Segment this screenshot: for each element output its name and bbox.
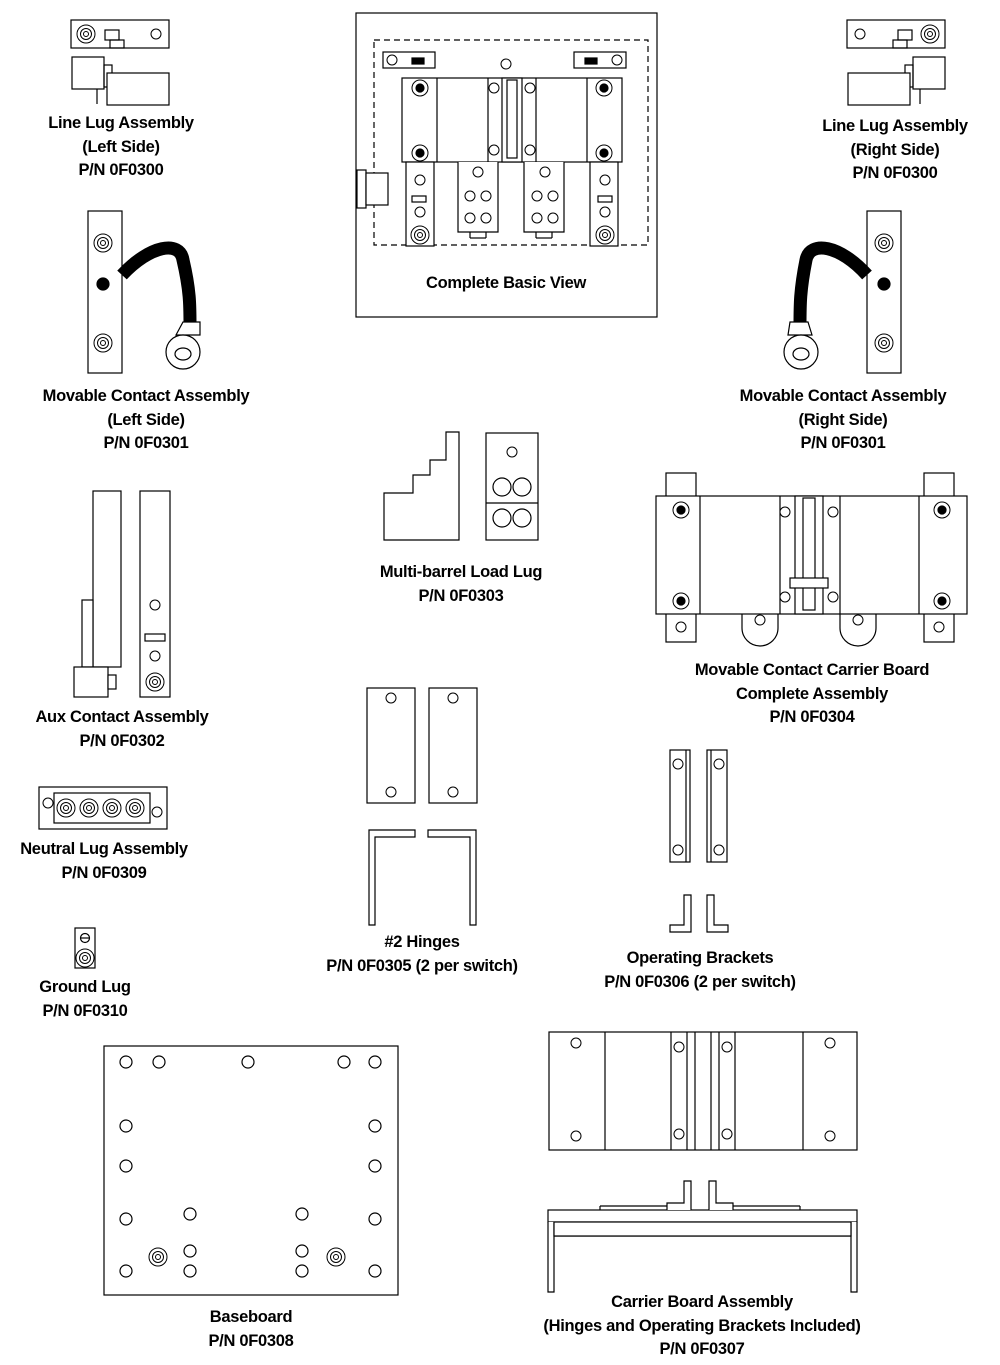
carrier-board-complete-name: Movable Contact Carrier Board: [694, 661, 930, 679]
baseboard-name: Baseboard: [209, 1308, 293, 1326]
movable-contact-right-pn: P/N 0F0301: [800, 434, 886, 452]
neutral-lug-name: Neutral Lug Assembly: [20, 840, 188, 858]
movable-contact-left-side: (Left Side): [107, 410, 185, 429]
complete-basic-view-label: Complete Basic View: [426, 272, 586, 296]
carrier-board-complete-drawing: [655, 472, 968, 647]
line-lug-left-label: Line Lug Assembly (Left Side) P/N 0F0300: [48, 112, 194, 183]
aux-contact-pn: P/N 0F0302: [79, 731, 165, 750]
movable-contact-right-side: (Right Side): [798, 410, 888, 429]
carrier-board-complete-pn: P/N 0F0304: [769, 708, 855, 726]
aux-contact-name: Aux Contact Assembly: [35, 708, 209, 726]
movable-contact-left-label: Movable Contact Assembly (Left Side) P/N…: [43, 385, 250, 456]
complete-basic-view-drawing: [355, 12, 658, 318]
line-lug-left-drawing: [70, 19, 170, 106]
neutral-lug-drawing: [38, 786, 168, 830]
carrier-board-assembly-label: Carrier Board Assembly (Hinges and Opera…: [543, 1291, 860, 1362]
carrier-board-assembly-pn: P/N 0F0307: [659, 1340, 745, 1358]
carrier-board-complete-label: Movable Contact Carrier Board Complete A…: [694, 659, 930, 730]
multi-barrel-load-lug-name: Multi-barrel Load Lug: [379, 563, 543, 581]
line-lug-right-side: (Right Side): [850, 140, 940, 159]
movable-contact-right-label: Movable Contact Assembly (Right Side) P/…: [740, 385, 947, 456]
aux-contact-label: Aux Contact Assembly P/N 0F0302: [35, 706, 208, 753]
baseboard-drawing: [103, 1045, 399, 1296]
movable-contact-left-name: Movable Contact Assembly: [42, 387, 250, 405]
movable-contact-right-drawing: [783, 210, 902, 374]
neutral-lug-pn: P/N 0F0309: [61, 863, 147, 882]
line-lug-left-name: Line Lug Assembly: [48, 114, 194, 132]
multi-barrel-load-lug-label: Multi-barrel Load Lug P/N 0F0303: [379, 561, 543, 608]
baseboard-label: Baseboard P/N 0F0308: [208, 1306, 293, 1353]
movable-contact-left-drawing: [87, 210, 201, 374]
hinges-pn: P/N 0F0305 (2 per switch): [326, 956, 518, 975]
carrier-board-assembly-name: Carrier Board Assembly: [611, 1293, 793, 1311]
operating-brackets-name: Operating Brackets: [626, 949, 774, 967]
operating-brackets-label: Operating Brackets P/N 0F0306 (2 per swi…: [604, 947, 796, 994]
carrier-board-assembly-note: (Hinges and Operating Brackets Included): [543, 1316, 861, 1335]
movable-contact-right-name: Movable Contact Assembly: [739, 387, 947, 405]
complete-basic-view-name: Complete Basic View: [426, 274, 586, 292]
line-lug-right-name: Line Lug Assembly: [822, 117, 968, 135]
carrier-board-assembly-drawing: [547, 1031, 858, 1293]
multi-barrel-load-lug-drawing: [383, 431, 539, 541]
neutral-lug-label: Neutral Lug Assembly P/N 0F0309: [20, 838, 188, 885]
operating-brackets-pn: P/N 0F0306 (2 per switch): [604, 972, 796, 991]
baseboard-pn: P/N 0F0308: [208, 1331, 294, 1350]
hinges-drawing: [366, 687, 478, 926]
line-lug-left-pn: P/N 0F0300: [78, 161, 164, 179]
carrier-board-complete-sub: Complete Assembly: [735, 684, 888, 703]
ground-lug-drawing: [74, 927, 96, 969]
multi-barrel-load-lug-pn: P/N 0F0303: [418, 586, 504, 605]
hinges-label: #2 Hinges P/N 0F0305 (2 per switch): [326, 931, 518, 978]
ground-lug-label: Ground Lug P/N 0F0310: [39, 976, 131, 1023]
ground-lug-name: Ground Lug: [39, 978, 131, 996]
ground-lug-pn: P/N 0F0310: [42, 1001, 128, 1020]
hinges-name: #2 Hinges: [384, 933, 460, 951]
line-lug-right-drawing: [846, 19, 946, 106]
movable-contact-left-pn: P/N 0F0301: [103, 434, 189, 452]
line-lug-left-side: (Left Side): [82, 137, 160, 156]
aux-contact-drawing: [73, 490, 171, 698]
line-lug-right-pn: P/N 0F0300: [852, 164, 938, 182]
operating-brackets-drawing: [669, 749, 729, 933]
line-lug-right-label: Line Lug Assembly (Right Side) P/N 0F030…: [822, 115, 968, 186]
